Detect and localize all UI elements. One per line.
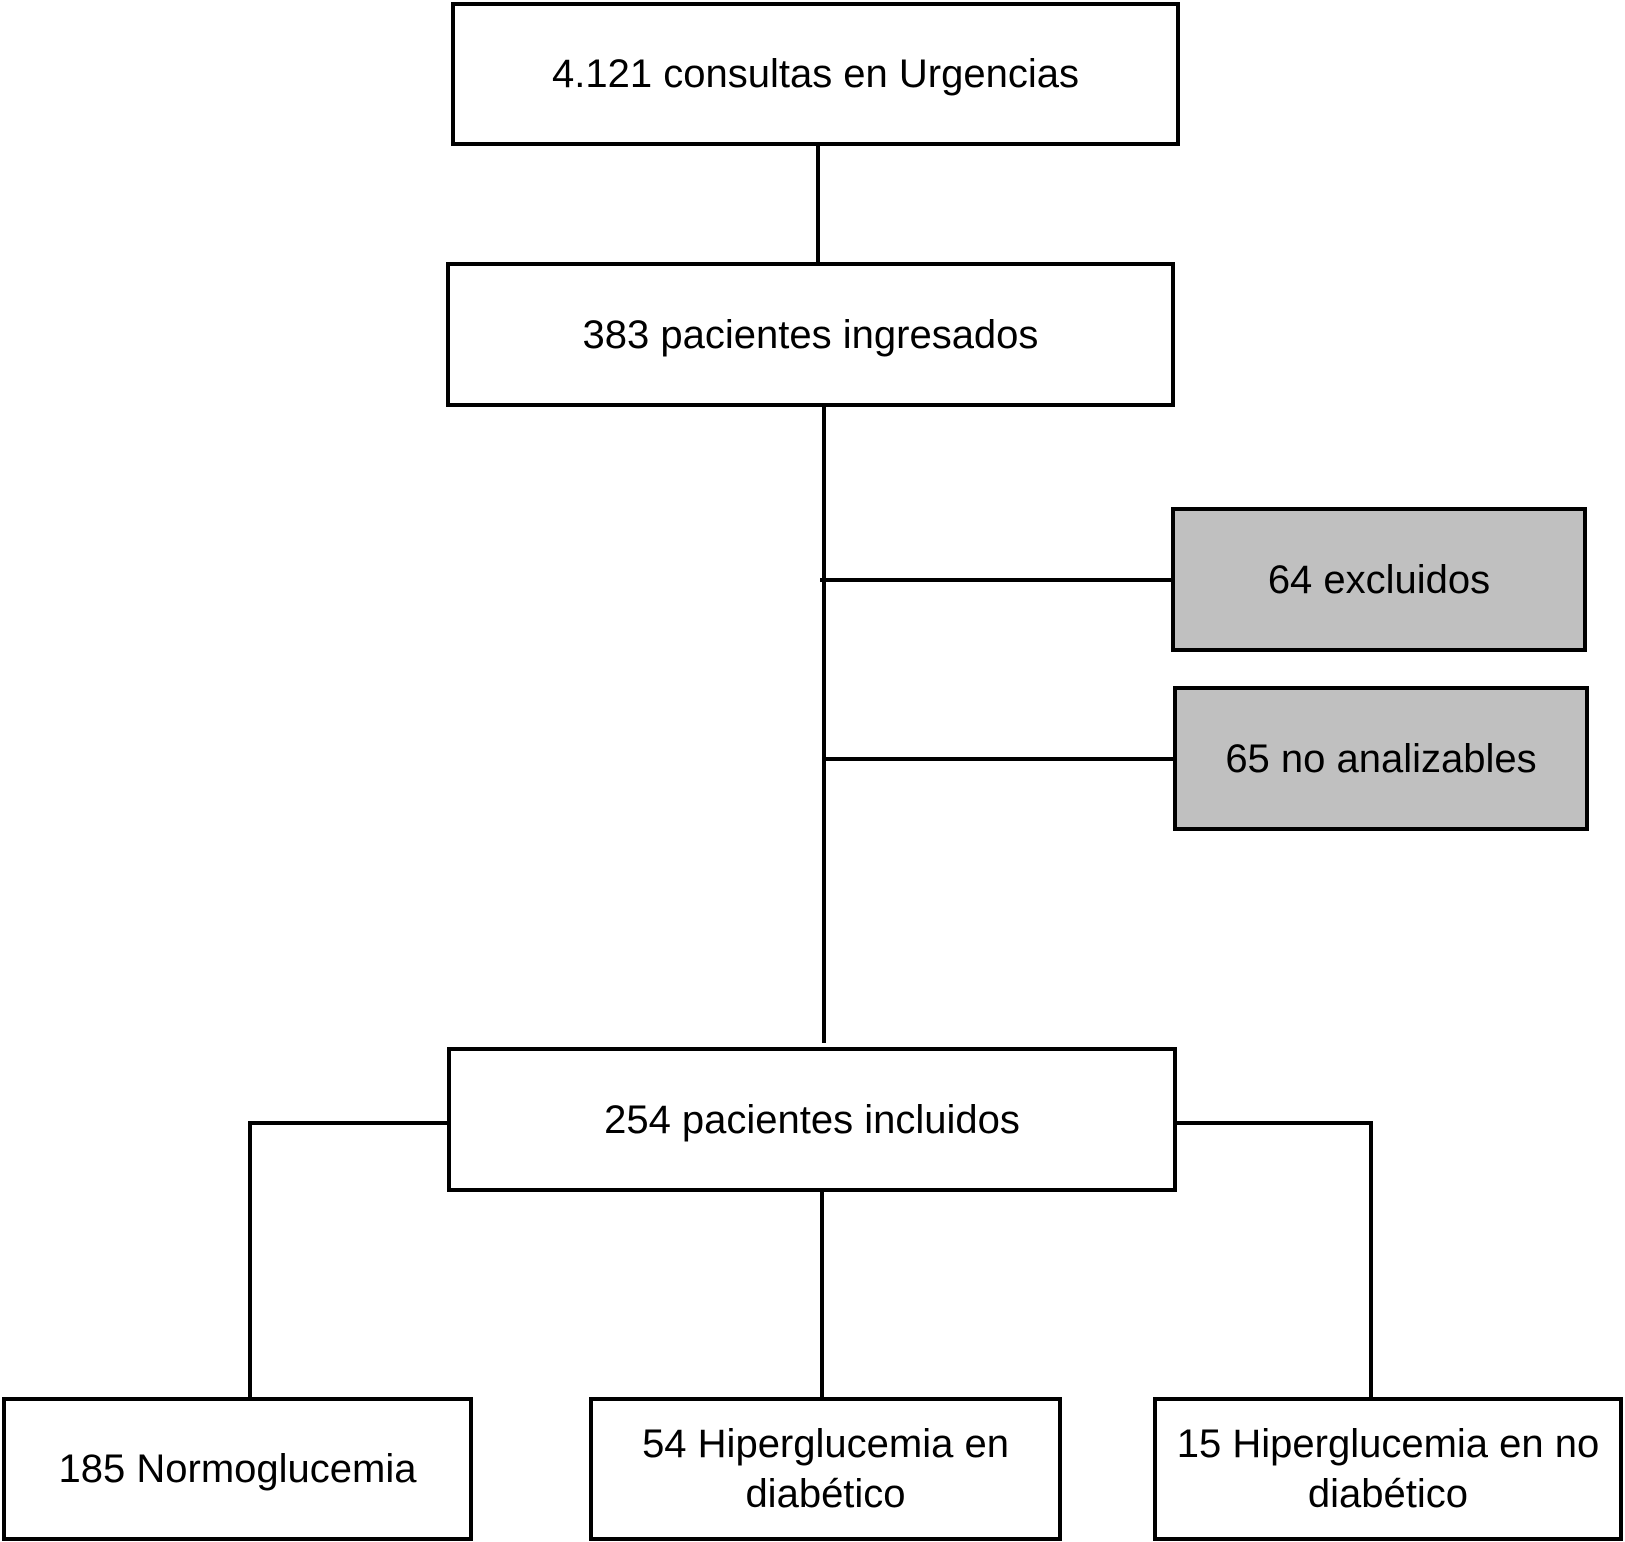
excluded-label: 64 excluidos (1267, 557, 1491, 602)
connector-to-not-analyzable (824, 757, 1175, 761)
connector-to-hyper-diabetic (820, 1190, 824, 1399)
admitted-box: 383 pacientes ingresados (446, 262, 1175, 407)
connector-to-hyper-non-diabetic (1369, 1121, 1373, 1399)
connector-to-normo (248, 1121, 252, 1399)
connector-included-left-branch (248, 1121, 448, 1125)
hyperglycemia-diabetic-line2: diabético (745, 1472, 906, 1516)
normoglycemia-box: 185 Normoglucemia (2, 1397, 473, 1541)
hyperglycemia-non-diabetic-box: 15 Hiperglucemia en no diabético (1153, 1397, 1623, 1541)
hyperglycemia-diabetic-line1: 54 Hiperglucemia en (642, 1422, 1009, 1466)
hyperglycemia-non-diabetic-label: 15 Hiperglucemia en no diabético (1177, 1419, 1599, 1519)
connector-to-excluded (820, 578, 1173, 582)
consultations-box: 4.121 consultas en Urgencias (451, 2, 1180, 146)
connector-admitted-to-included (822, 405, 826, 1043)
connector-top-to-admitted (816, 144, 820, 264)
connector-included-right-branch (1175, 1121, 1373, 1125)
not-analyzable-label: 65 no analizables (1225, 736, 1537, 781)
hyperglycemia-diabetic-box: 54 Hiperglucemia en diabético (589, 1397, 1062, 1541)
hyperglycemia-non-diabetic-line1: 15 Hiperglucemia en no (1176, 1422, 1600, 1466)
normoglycemia-label: 185 Normoglucemia (58, 1447, 417, 1491)
not-analyzable-box: 65 no analizables (1173, 686, 1589, 831)
excluded-box: 64 excluidos (1171, 507, 1587, 652)
consultations-label: 4.121 consultas en Urgencias (552, 52, 1079, 96)
included-label: 254 pacientes incluidos (604, 1097, 1020, 1142)
included-box: 254 pacientes incluidos (447, 1047, 1177, 1192)
hyperglycemia-non-diabetic-line2: diabético (1307, 1472, 1469, 1516)
hyperglycemia-diabetic-label: 54 Hiperglucemia en diabético (642, 1419, 1009, 1519)
admitted-label: 383 pacientes ingresados (582, 312, 1039, 357)
